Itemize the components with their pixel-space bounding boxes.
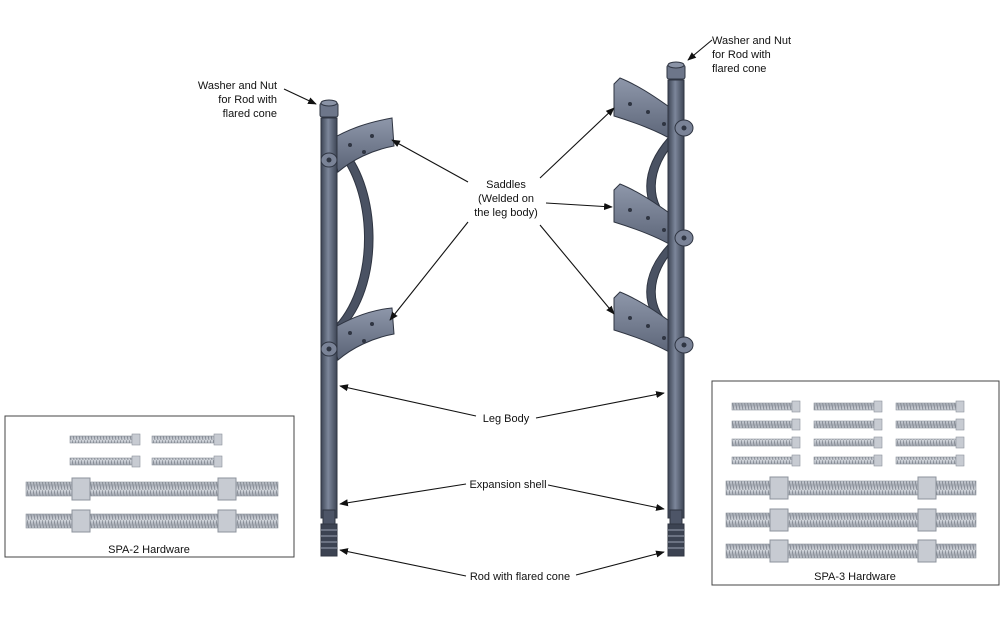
saddles-label-2: (Welded on <box>478 193 534 205</box>
washer-label-left-1: Washer and Nut <box>198 80 277 92</box>
left-saddle-arch <box>334 149 374 326</box>
spa2-bolts <box>25 433 279 533</box>
right-saddle-bottom <box>613 291 677 357</box>
right-saddle-top <box>613 77 677 143</box>
spa2-hardware-box: SPA-2 Hardware <box>4 415 295 558</box>
labels: Washer and Nut for Rod with flared cone … <box>198 35 791 583</box>
right-rod-thread <box>667 523 685 557</box>
right-saddle-middle <box>613 183 677 249</box>
right-leg-assembly <box>613 61 694 557</box>
left-saddle-upper <box>329 117 395 173</box>
spa3-caption: SPA-3 Hardware <box>814 571 896 583</box>
washer-label-left-3: flared cone <box>223 108 277 120</box>
left-leg-body <box>320 117 338 519</box>
spa3-bolts <box>725 400 977 563</box>
rod-flared-cone-label: Rod with flared cone <box>470 571 570 583</box>
saddles-label-1: Saddles <box>486 179 526 191</box>
washer-label-right-1: Washer and Nut <box>712 35 791 47</box>
expansion-shell-label: Expansion shell <box>469 479 546 491</box>
spa2-caption: SPA-2 Hardware <box>108 544 190 556</box>
left-saddle-lower <box>329 307 395 361</box>
washer-label-left-2: for Rod with <box>218 94 277 106</box>
washer-label-right-2: for Rod with <box>712 49 771 61</box>
right-leg-body <box>667 79 685 519</box>
leg-body-label: Leg Body <box>483 413 530 425</box>
spa3-hardware-box: SPA-3 Hardware <box>711 380 1000 586</box>
left-leg-assembly <box>319 99 395 557</box>
leader-arrows <box>283 39 713 577</box>
saddles-label-3: the leg body) <box>474 207 538 219</box>
left-rod-thread <box>320 523 338 557</box>
washer-label-right-3: flared cone <box>712 63 766 75</box>
